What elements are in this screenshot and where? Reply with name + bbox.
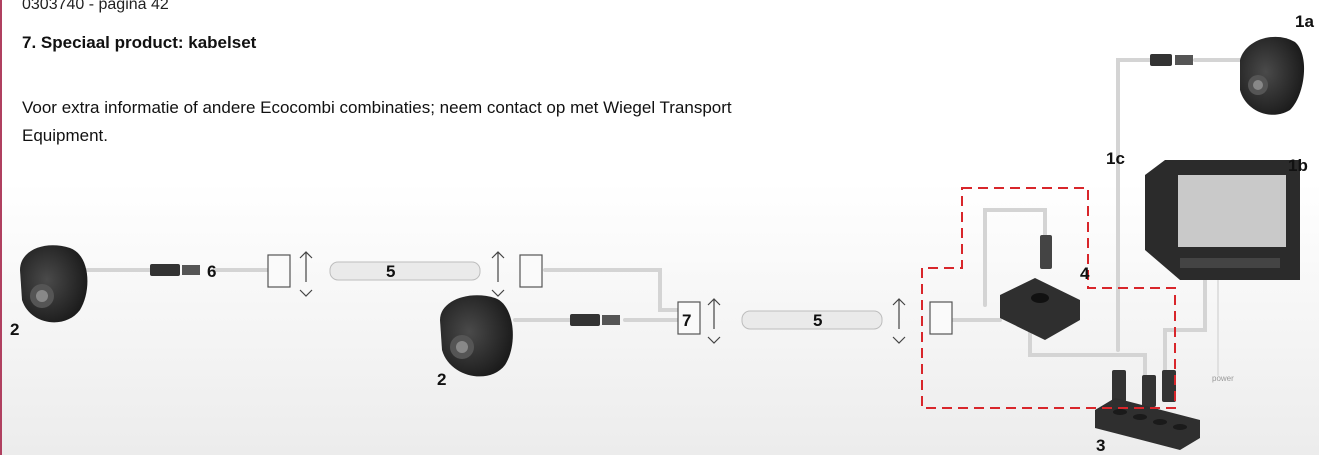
splitter-3 [1095,398,1200,450]
label-7: 7 [682,311,692,330]
label-1b: 1b [1288,156,1308,175]
label-1c: 1c [1106,149,1125,168]
label-1a: 1a [1295,12,1314,31]
section-title: 7. Speciaal product: kabelset [22,33,257,52]
dashed-boundary [921,187,1176,409]
camera-left [20,245,88,323]
cables [83,58,1242,377]
cable-monitor [1163,273,1207,372]
label-3: 3 [1096,436,1106,455]
label-2-mid: 2 [437,370,447,389]
page-reference: 0303740 - pagina 42 [22,0,169,13]
connectors [150,54,1193,407]
coil-cable-top [329,261,481,281]
label-4: 4 [1080,264,1090,283]
camera-1a [1240,36,1305,115]
cable-top-right [543,268,680,312]
label-6: 6 [207,262,217,281]
cable-box-down [1028,328,1147,377]
label-5-top: 5 [386,262,396,281]
page-edge-rule [0,0,2,455]
coupler-group [267,254,953,335]
label-5-bottom: 5 [813,311,823,330]
power-label: power [1212,374,1234,383]
monitor-1b [1145,160,1300,280]
coupler-arrows [299,251,906,344]
junction-box-4 [1000,278,1080,340]
cable-1a [1116,58,1152,352]
label-2-left: 2 [10,320,20,339]
cable-box-up [983,208,1047,307]
body-paragraph: Voor extra informatie of andere Ecocombi… [22,98,732,145]
coil-cable-bottom [741,310,883,330]
camera-mid [440,295,513,377]
